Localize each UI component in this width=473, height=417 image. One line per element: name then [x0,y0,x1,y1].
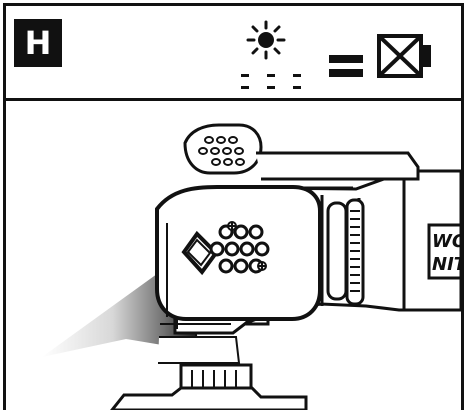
step-label: H [25,27,52,59]
panel-header: H [6,6,461,101]
brand-logo-line-2: NIT [432,254,461,275]
brand-logo-block: WO NIT [429,225,461,278]
blade-clamp [112,365,306,410]
front-head [157,187,320,363]
battery-crossed-icon [379,36,431,76]
top-lock-lever [185,125,418,179]
step-badge: H [14,19,62,67]
brand-logo-line-1: WO [432,231,461,252]
equals-icon [329,55,363,77]
sun-icon [248,22,284,58]
panel-frame: H [3,3,464,410]
tool-illustration: WO NIT [6,101,461,410]
dashed-base-icon [241,74,301,89]
speed-dial [328,200,363,304]
header-icons [241,16,451,94]
